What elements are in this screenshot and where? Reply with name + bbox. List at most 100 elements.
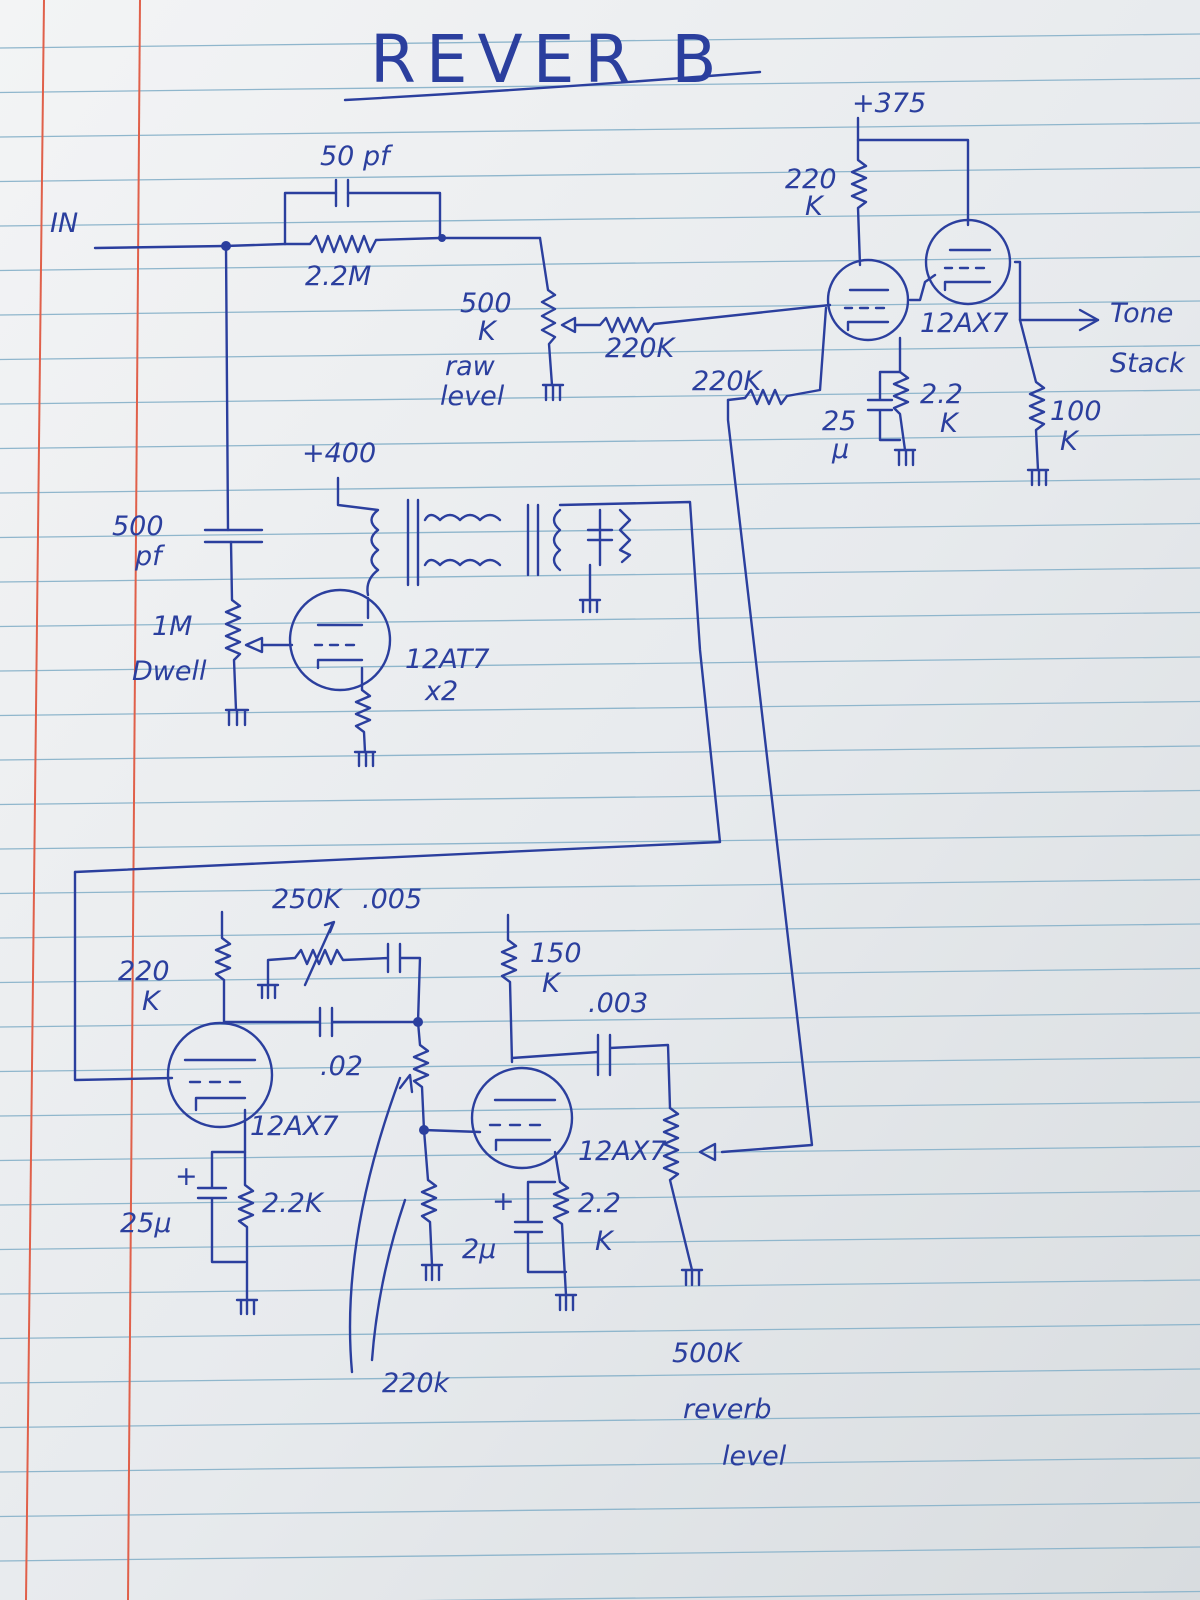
ruled-line bbox=[0, 211, 1200, 227]
cap-500pf-unit: pf bbox=[134, 541, 165, 572]
supply-400-label: +400 bbox=[302, 438, 376, 469]
reverb-return-wire bbox=[720, 398, 814, 1154]
return-res-220k bbox=[726, 306, 828, 406]
mix-junction bbox=[438, 234, 446, 242]
cap-02-label: .02 bbox=[320, 1051, 363, 1082]
tube-interconnect bbox=[908, 260, 1100, 322]
reverb-level-ground bbox=[680, 1268, 704, 1287]
title-underline bbox=[343, 70, 762, 102]
dwell-wiper bbox=[244, 636, 294, 654]
dwell-label: Dwell bbox=[132, 656, 207, 687]
cap-50pf-label: 50 pf bbox=[320, 141, 393, 172]
reverb-level-wiper bbox=[698, 1142, 717, 1162]
tube-mixer-label: 12AX7 bbox=[920, 308, 1009, 339]
cap-500pf-label: 500 bbox=[112, 511, 164, 542]
cap-25u-b-label: 25μ bbox=[120, 1208, 172, 1239]
ruled-line bbox=[0, 567, 1200, 583]
stage1-cap-plus: + bbox=[175, 1161, 198, 1192]
tube-driver-elements bbox=[313, 596, 370, 670]
tube-recovery-label: 12AX7 bbox=[250, 1111, 339, 1142]
res-100k-unit: K bbox=[1060, 426, 1080, 457]
bright-network bbox=[266, 942, 422, 1024]
tube-driver-label: 12AT7 bbox=[405, 644, 490, 675]
plate-150k-resistor bbox=[500, 913, 518, 1064]
output-tone-label: Tone bbox=[1110, 298, 1173, 329]
stage2-cap-plus: + bbox=[492, 1186, 515, 1217]
dwell-feed-wire bbox=[224, 244, 230, 532]
mix-res-220k bbox=[573, 303, 832, 334]
ruled-line bbox=[0, 300, 1200, 316]
dwell-pot-1m bbox=[224, 540, 242, 712]
ruled-line bbox=[0, 433, 1200, 450]
cathode-2-2-label: 2.2 bbox=[920, 379, 963, 410]
cap-003-label: .003 bbox=[588, 988, 648, 1019]
ruled-line bbox=[0, 1412, 1200, 1429]
tube-driver bbox=[288, 588, 392, 692]
raw-level-label-2: level bbox=[440, 381, 505, 412]
ruled-line bbox=[0, 834, 1200, 850]
ruled-line bbox=[0, 656, 1200, 672]
coupling-cap-003 bbox=[510, 1033, 672, 1110]
stage1-cathode-resistor bbox=[237, 1150, 255, 1302]
res-2-2m-label: 2.2M bbox=[305, 261, 371, 292]
stage1-cathode-cap bbox=[196, 1108, 247, 1264]
ruled-line bbox=[0, 166, 1200, 183]
stage2-ground bbox=[554, 1293, 578, 1312]
cap-2u-label: 2μ bbox=[462, 1234, 496, 1265]
reverb-level-label-2: level bbox=[722, 1441, 787, 1472]
ruled-line bbox=[0, 878, 1200, 895]
tank-ground bbox=[578, 563, 602, 614]
bottom-220k-pointers bbox=[348, 1076, 407, 1374]
cap-25u-unit: μ bbox=[831, 434, 849, 465]
tank-output-wire bbox=[73, 500, 722, 874]
pot-250k-label: 250K bbox=[272, 884, 344, 915]
red-margin-line bbox=[25, 0, 45, 1600]
output-arrow bbox=[1078, 308, 1100, 332]
plate-150k-label: 150 bbox=[530, 938, 582, 969]
ruled-line bbox=[0, 1190, 1200, 1206]
ruled-line bbox=[0, 33, 1200, 49]
pot-500k-unit: K bbox=[478, 316, 498, 347]
transformer-primary bbox=[336, 476, 380, 597]
ruled-line bbox=[0, 923, 1200, 939]
ruled-line bbox=[0, 344, 1200, 361]
raw-level-label: raw bbox=[445, 351, 496, 382]
grid-wire bbox=[422, 1128, 482, 1134]
ruled-line bbox=[415, 1590, 1200, 1600]
output-stack-label: Stack bbox=[1110, 348, 1186, 379]
pot-500k-b-label: 500K bbox=[672, 1338, 744, 1369]
return-res-220k-label: 220K bbox=[692, 366, 764, 397]
page-title: REVER B bbox=[370, 21, 727, 98]
tank-secondary-load bbox=[586, 508, 632, 567]
ruled-line bbox=[0, 967, 1200, 984]
pot-250k-arrow bbox=[303, 920, 336, 987]
res-100k-ground bbox=[1026, 468, 1050, 487]
grid-leak-ground bbox=[420, 1263, 444, 1282]
ruled-line bbox=[0, 1012, 1200, 1028]
tube-mixer-right-elements bbox=[943, 248, 992, 292]
bypass-cap-wire bbox=[283, 191, 442, 246]
left-margin-line bbox=[127, 0, 141, 1600]
cathode-2-2-unit: K bbox=[940, 408, 960, 439]
cathode-2-2k-label: 2.2K bbox=[262, 1188, 325, 1219]
reverb-level-label: reverb bbox=[683, 1394, 772, 1425]
cap-005-label: .005 bbox=[362, 884, 422, 915]
level-pot-wiper bbox=[398, 1073, 414, 1094]
input-label: IN bbox=[50, 208, 78, 239]
stage2-cathode-cap bbox=[513, 1180, 568, 1274]
res-220k-bottom-label: 220k bbox=[382, 1368, 451, 1399]
ruled-line bbox=[0, 255, 1200, 272]
res-2-2m-symbol bbox=[283, 234, 542, 254]
tube-driver-x2: x2 bbox=[424, 676, 458, 707]
ruled-line bbox=[0, 1234, 1200, 1251]
reverb-level-pot bbox=[662, 1106, 694, 1272]
b-plus-375-rail bbox=[856, 116, 970, 227]
transformer-core-2 bbox=[526, 503, 540, 577]
ruled-lines bbox=[0, 33, 1200, 1600]
ruled-line bbox=[0, 1323, 1200, 1340]
cap-50pf-symbol bbox=[334, 178, 350, 208]
tube-recovery-2 bbox=[470, 1066, 574, 1170]
ruled-line bbox=[0, 1368, 1200, 1384]
